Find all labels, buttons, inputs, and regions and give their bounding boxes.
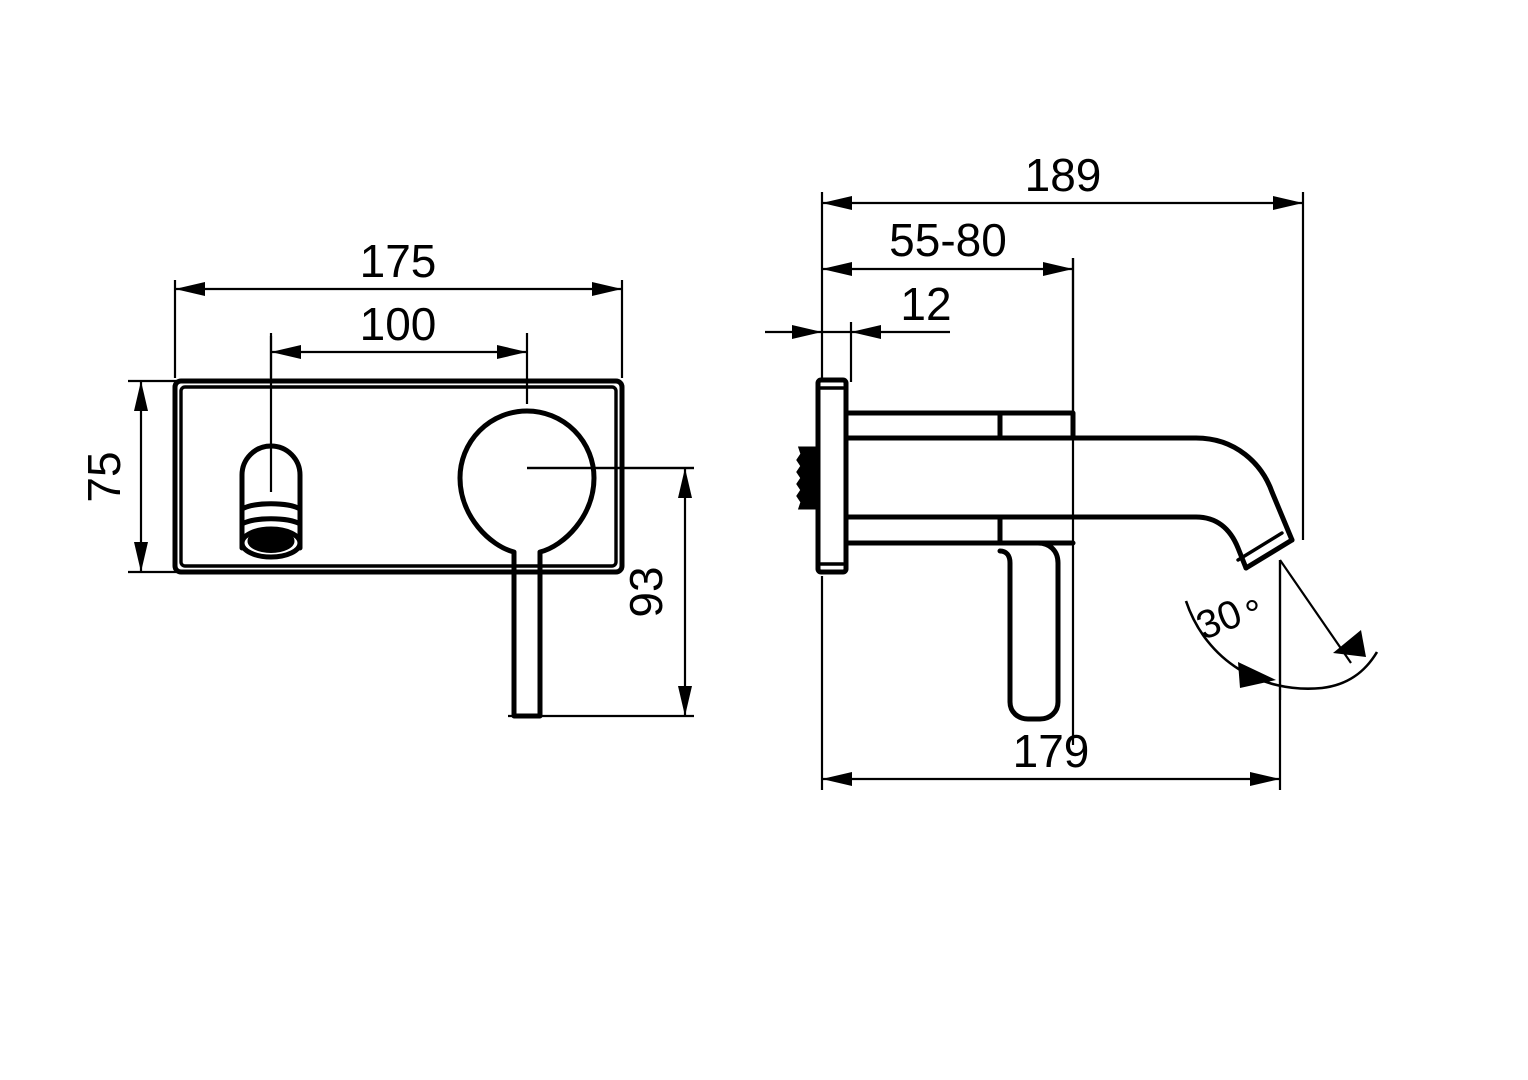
spout-lower-profile xyxy=(843,514,1249,571)
dim-label-93: 93 xyxy=(620,566,672,617)
dim-label-30-degrees: 30 xyxy=(1190,591,1248,648)
dim-arrow-left-5580 xyxy=(822,262,852,276)
dim-label-175: 175 xyxy=(360,235,437,287)
lever-outline xyxy=(457,408,597,719)
outlet-bore xyxy=(247,529,295,553)
dimension-175: 175 xyxy=(173,235,624,378)
dim-arrow-right-5580 xyxy=(1043,262,1073,276)
spout-outlet-face-inner xyxy=(1236,531,1284,562)
side-plate-body xyxy=(815,377,849,575)
spout-outlet-face xyxy=(1243,537,1295,571)
side-view-group: 189 55-80 12 xyxy=(765,149,1379,790)
degree-symbol: ° xyxy=(1244,593,1260,637)
outlet-ring-upper xyxy=(239,501,303,512)
dim-arrow-right-189 xyxy=(1273,196,1303,210)
dimension-189: 189 xyxy=(820,149,1305,540)
dim-arrow-right-175 xyxy=(592,282,622,296)
side-wall-plate xyxy=(796,377,849,575)
dimension-100: 100 xyxy=(269,298,529,404)
dim-arrow-left-189 xyxy=(822,196,852,210)
front-lever-handle xyxy=(457,408,597,719)
front-wall-plate xyxy=(172,378,625,575)
side-plate-threaded-nipple xyxy=(796,446,820,510)
dim-label-189: 189 xyxy=(1025,149,1102,201)
dim-label-75: 75 xyxy=(78,451,130,502)
dimension-93: 93 xyxy=(508,466,694,718)
dimension-75: 75 xyxy=(78,379,180,574)
dim-arrow-left-179 xyxy=(822,772,852,786)
angle-arc xyxy=(1184,600,1379,690)
dimension-179: 179 xyxy=(820,560,1282,790)
body-upper-block xyxy=(843,410,1076,441)
dim-label-100: 100 xyxy=(360,298,437,350)
dim-arrow-bottom-75 xyxy=(134,542,148,572)
dim-arrow-right-179 xyxy=(1250,772,1280,786)
dim-arrow-top-93 xyxy=(678,468,692,498)
dim-arrow-top-75 xyxy=(134,381,148,411)
dim-label-12: 12 xyxy=(900,278,951,330)
outlet-body xyxy=(239,443,303,551)
front-wall-plate-inner-edge xyxy=(179,385,618,568)
dim-label-179: 179 xyxy=(1013,725,1090,777)
dim-arrow-outer-right-12 xyxy=(851,325,881,339)
dim-label-55-80: 55-80 xyxy=(889,214,1007,266)
side-lever-handle xyxy=(997,540,1061,722)
dim-arrow-bottom-93 xyxy=(678,686,692,716)
side-mixer-body xyxy=(843,410,1076,546)
dim-arrow-left-175 xyxy=(175,282,205,296)
dim-arrow-left-100 xyxy=(271,345,301,359)
dim-arrow-right-100 xyxy=(497,345,527,359)
spout-upper-profile xyxy=(843,435,1295,543)
side-spout-body xyxy=(843,435,1295,571)
front-view-group: 175 100 75 xyxy=(78,235,694,719)
outlet-angle-annotation: 30 ° xyxy=(1184,559,1379,690)
dim-arrow-outer-left-12 xyxy=(792,325,822,339)
angle-arrow-right xyxy=(1333,630,1366,657)
angle-ray-line xyxy=(1279,559,1352,664)
angle-arrow-left xyxy=(1238,662,1276,688)
outlet-ring-lower xyxy=(239,516,303,527)
side-lever-outline xyxy=(997,540,1061,722)
front-outlet-aerator xyxy=(239,443,303,560)
dimension-12: 12 xyxy=(765,278,952,382)
